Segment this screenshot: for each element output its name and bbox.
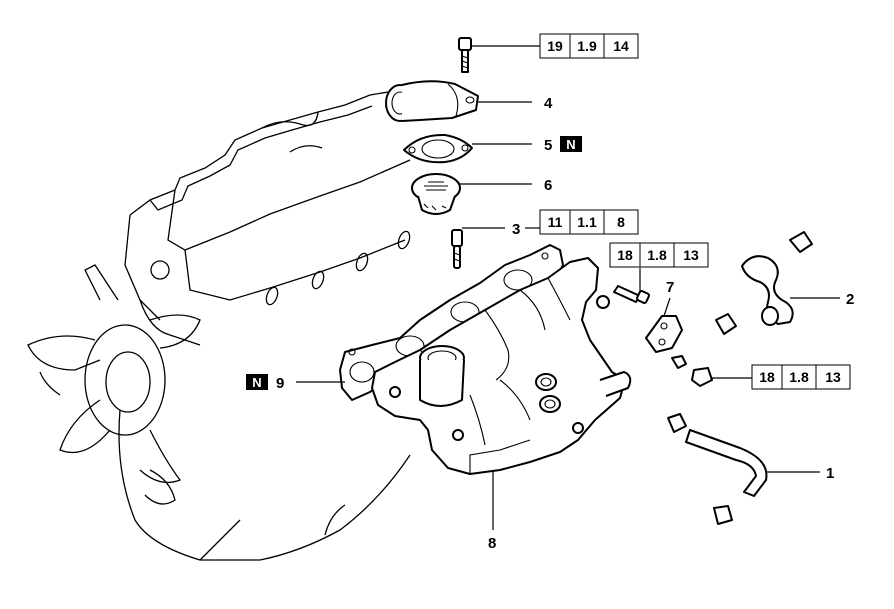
new-part-badge-9: N [246,374,268,390]
torque-nm: 18 [759,369,775,385]
callout-8: 8 [488,535,496,552]
torque-spec-housing-bolt: 19 1.9 14 [539,33,639,59]
torque-spec-temp-sender: 11 1.1 8 [539,209,639,235]
temperature-sender [451,229,463,269]
torque-kgm: 1.8 [647,247,667,263]
torque-spec-nut: 18 1.8 13 [751,364,851,390]
torque-nm: 18 [617,247,633,263]
cooling-fan-outline [27,264,201,505]
callout-9: 9 [276,375,284,392]
callout-7: 7 [666,279,674,296]
leader-part-7 [663,297,671,317]
torque-ftlb: 8 [617,214,625,230]
torque-ftlb: 14 [613,38,629,54]
torque-ftlb: 13 [683,247,699,263]
callout-6: 6 [544,177,552,194]
torque-nm: 11 [548,214,563,230]
torque-kgm: 1.8 [789,369,809,385]
callout-2: 2 [846,291,854,308]
intake-manifold [371,257,632,475]
engine-block-outline [27,91,411,561]
water-outlet-housing [385,80,479,122]
badge-text: N [566,137,575,152]
housing-gasket [403,133,473,164]
torque-ftlb: 13 [825,369,841,385]
callout-5: 5 [544,137,552,154]
callout-1: 1 [826,465,834,482]
torque-kgm: 1.9 [577,38,597,54]
housing-bolt [458,37,472,73]
coolant-hose-upper [715,231,813,335]
thermostat [411,173,461,215]
callout-4: 4 [544,95,553,112]
blanking-plate [645,315,683,353]
new-part-badge-5: N [560,136,582,152]
small-nut [671,355,713,387]
torque-nm: 19 [547,38,563,54]
plate-bolt [613,285,650,304]
callout-3: 3 [512,221,520,238]
torque-spec-plate-bolt: 18 1.8 13 [609,242,709,268]
torque-kgm: 1.1 [577,214,597,230]
badge-text: N [252,375,261,390]
coolant-hose-lower [667,413,768,525]
